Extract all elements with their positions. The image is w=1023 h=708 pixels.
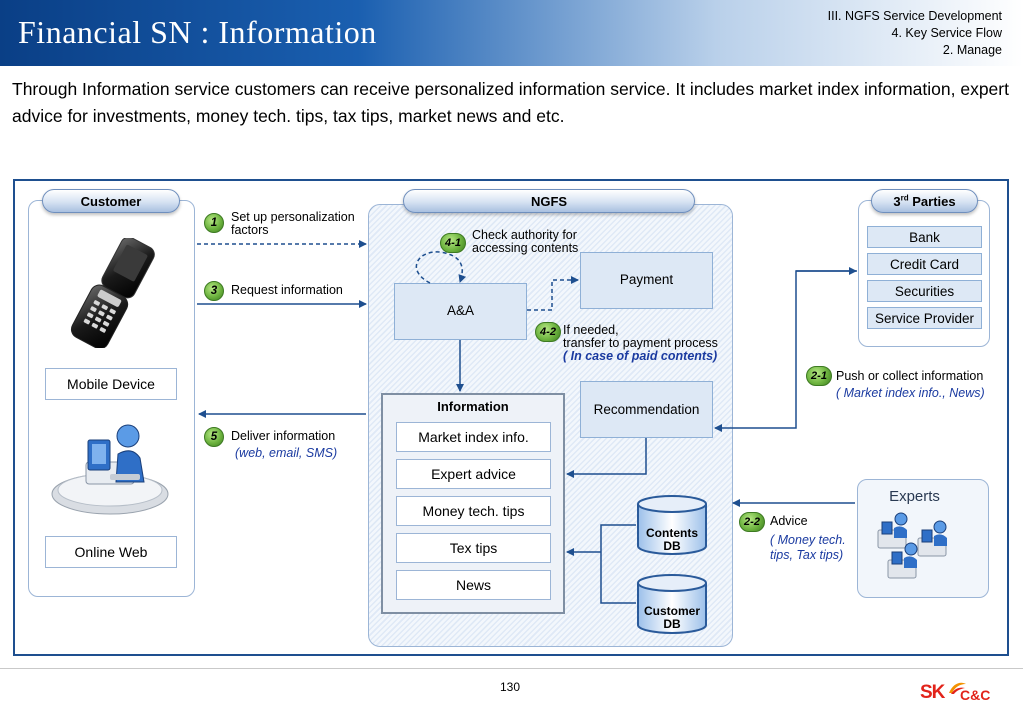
party-bank: Bank [867, 226, 982, 248]
breadcrumb-section: III. NGFS Service Development [827, 9, 1002, 23]
mobile-device-label: Mobile Device [45, 368, 177, 400]
step-4-2-label: If needed, transfer to payment process (… [563, 324, 718, 363]
third-parties-title: 3rd Parties [871, 189, 978, 213]
step-1-line1: Set up personalization [231, 210, 355, 224]
information-title: Information [437, 399, 509, 414]
step-4-1-line1: Check authority for [472, 228, 577, 242]
info-item-news: News [396, 570, 551, 600]
step-2-2-badge: 2-2 [739, 512, 765, 532]
ngfs-title: NGFS [403, 189, 695, 213]
experts-title: Experts [889, 488, 940, 505]
step-5-note: (web, email, SMS) [235, 446, 338, 460]
intro-text: Through Information service customers ca… [12, 79, 1009, 126]
customer-db-label: Customer DB [636, 605, 708, 631]
page-number: 130 [499, 680, 521, 694]
breadcrumb-subsection: 4. Key Service Flow [891, 26, 1002, 40]
contents-db-line1: Contents [646, 526, 698, 540]
diagram-frame [13, 179, 1009, 656]
logo-wing-icon [949, 682, 966, 694]
page-title: Financial SN : Information [18, 14, 377, 50]
logo-cc: C&C [960, 687, 991, 703]
step-1-line2: factors [231, 223, 269, 237]
step-2-2-label: Advice [770, 514, 808, 528]
customer-db-icon [637, 574, 707, 634]
info-item-expert-advice: Expert advice [396, 459, 551, 489]
step-2-1-label: Push or collect information [836, 369, 984, 383]
step-2-2-note: ( Money tech. tips, Tax tips) [770, 533, 846, 563]
mobile-phone-icon [70, 238, 155, 348]
footer-divider [0, 668, 1023, 669]
payment-box: Payment [580, 252, 713, 309]
customer-db-line1: Customer [643, 604, 700, 618]
step-2-2-note-line2: tips, Tax tips) [770, 548, 844, 562]
step-5-badge: 5 [204, 427, 224, 447]
step-4-1-line2: accessing contents [472, 241, 579, 255]
company-logo: SK C&C [920, 681, 1010, 705]
step-4-2-badge: 4-2 [535, 322, 561, 342]
experts-icon [877, 512, 947, 579]
step-2-2-note-line1: ( Money tech. [770, 533, 846, 547]
info-item-tax-tips: Tex tips [396, 533, 551, 563]
recommendation-box: Recommendation [580, 381, 713, 438]
breadcrumb: III. NGFS Service Development 4. Key Ser… [828, 8, 1002, 59]
step-4-1-badge: 4-1 [440, 233, 466, 253]
header-bar [0, 0, 1023, 66]
contents-db-icon [637, 495, 707, 555]
aa-box: A&A [394, 283, 527, 340]
info-item-market-index: Market index info. [396, 422, 551, 452]
step-4-2-note: ( In case of paid contents) [563, 349, 718, 363]
customer-title: Customer [42, 189, 180, 213]
step-2-1-badge: 2-1 [806, 366, 832, 386]
online-web-label: Online Web [45, 536, 177, 568]
third-parties-title-number: 3 [893, 194, 901, 209]
party-credit-card: Credit Card [867, 253, 982, 275]
step-4-1-label: Check authority for accessing contents [472, 229, 578, 255]
party-securities: Securities [867, 280, 982, 302]
customer-db-line2: DB [663, 617, 681, 631]
info-item-money-tech: Money tech. tips [396, 496, 551, 526]
step-3-label: Request information [231, 283, 343, 297]
step-4-2-line2: transfer to payment process [563, 336, 718, 350]
breadcrumb-page: 2. Manage [942, 43, 1002, 57]
step-4-2-line1: If needed, [563, 323, 619, 337]
step-3-badge: 3 [204, 281, 224, 301]
third-parties-title-text: Parties [908, 194, 956, 209]
step-1-badge: 1 [204, 213, 224, 233]
contents-db-line2: DB [663, 539, 681, 553]
party-service-provider: Service Provider [867, 307, 982, 329]
logo-sk: SK [920, 682, 945, 703]
third-parties-title-suffix: rd [900, 193, 909, 203]
step-2-1-note: ( Market index info., News) [836, 386, 985, 400]
step-5-label: Deliver information [231, 429, 336, 443]
contents-db-label: Contents DB [636, 527, 708, 553]
online-user-icon [51, 424, 169, 515]
step-1-label: Set up personalization factors [231, 211, 355, 237]
